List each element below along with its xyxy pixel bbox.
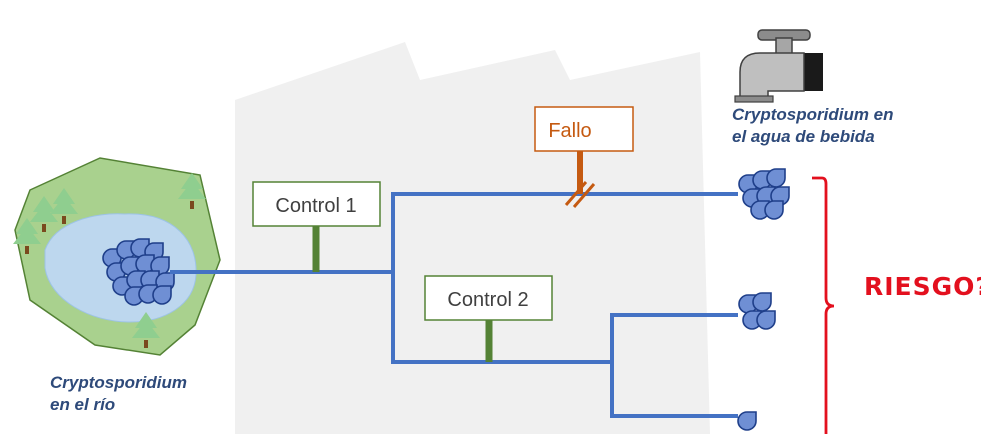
pipe-branch-upper: [391, 192, 738, 272]
pipe-sub-upper: [610, 313, 738, 362]
failure-control: Fallo: [534, 106, 634, 208]
river-caption-line1: Cryptosporidium: [50, 373, 187, 392]
oocyst-cluster-outlet-medium: [738, 292, 776, 330]
control-1-label: Control 1: [275, 195, 356, 217]
control-2: Control 2: [424, 275, 553, 362]
pipe-branch-lower: [391, 272, 612, 364]
control-1-box: [252, 181, 381, 227]
pipe-break-icon: [564, 181, 596, 208]
control-2-box: [424, 275, 553, 321]
control-1: Control 1: [252, 181, 381, 272]
river-area: [13, 157, 221, 356]
risk-label: RIESGO?: [864, 272, 981, 301]
water-tap-icon: [734, 29, 823, 103]
tap-caption: Cryptosporidium en el agua de bebida: [732, 104, 894, 148]
tap-caption-line2: el agua de bebida: [732, 127, 875, 146]
pipe-sub-lower: [610, 362, 738, 418]
pipe-network: [170, 192, 738, 418]
tap-caption-line1: Cryptosporidium en: [732, 105, 894, 124]
failure-box: [534, 106, 634, 152]
curly-bracket-icon: [812, 176, 835, 434]
treatment-plant-background: [235, 42, 710, 434]
river-caption: Cryptosporidium en el río: [50, 372, 187, 416]
river-caption-line2: en el río: [50, 395, 116, 414]
oocyst-outlet-low: [737, 411, 757, 431]
oocyst-cluster-outlet-high: [738, 168, 790, 220]
control-2-label: Control 2: [447, 289, 528, 311]
failure-label: Fallo: [548, 120, 591, 142]
